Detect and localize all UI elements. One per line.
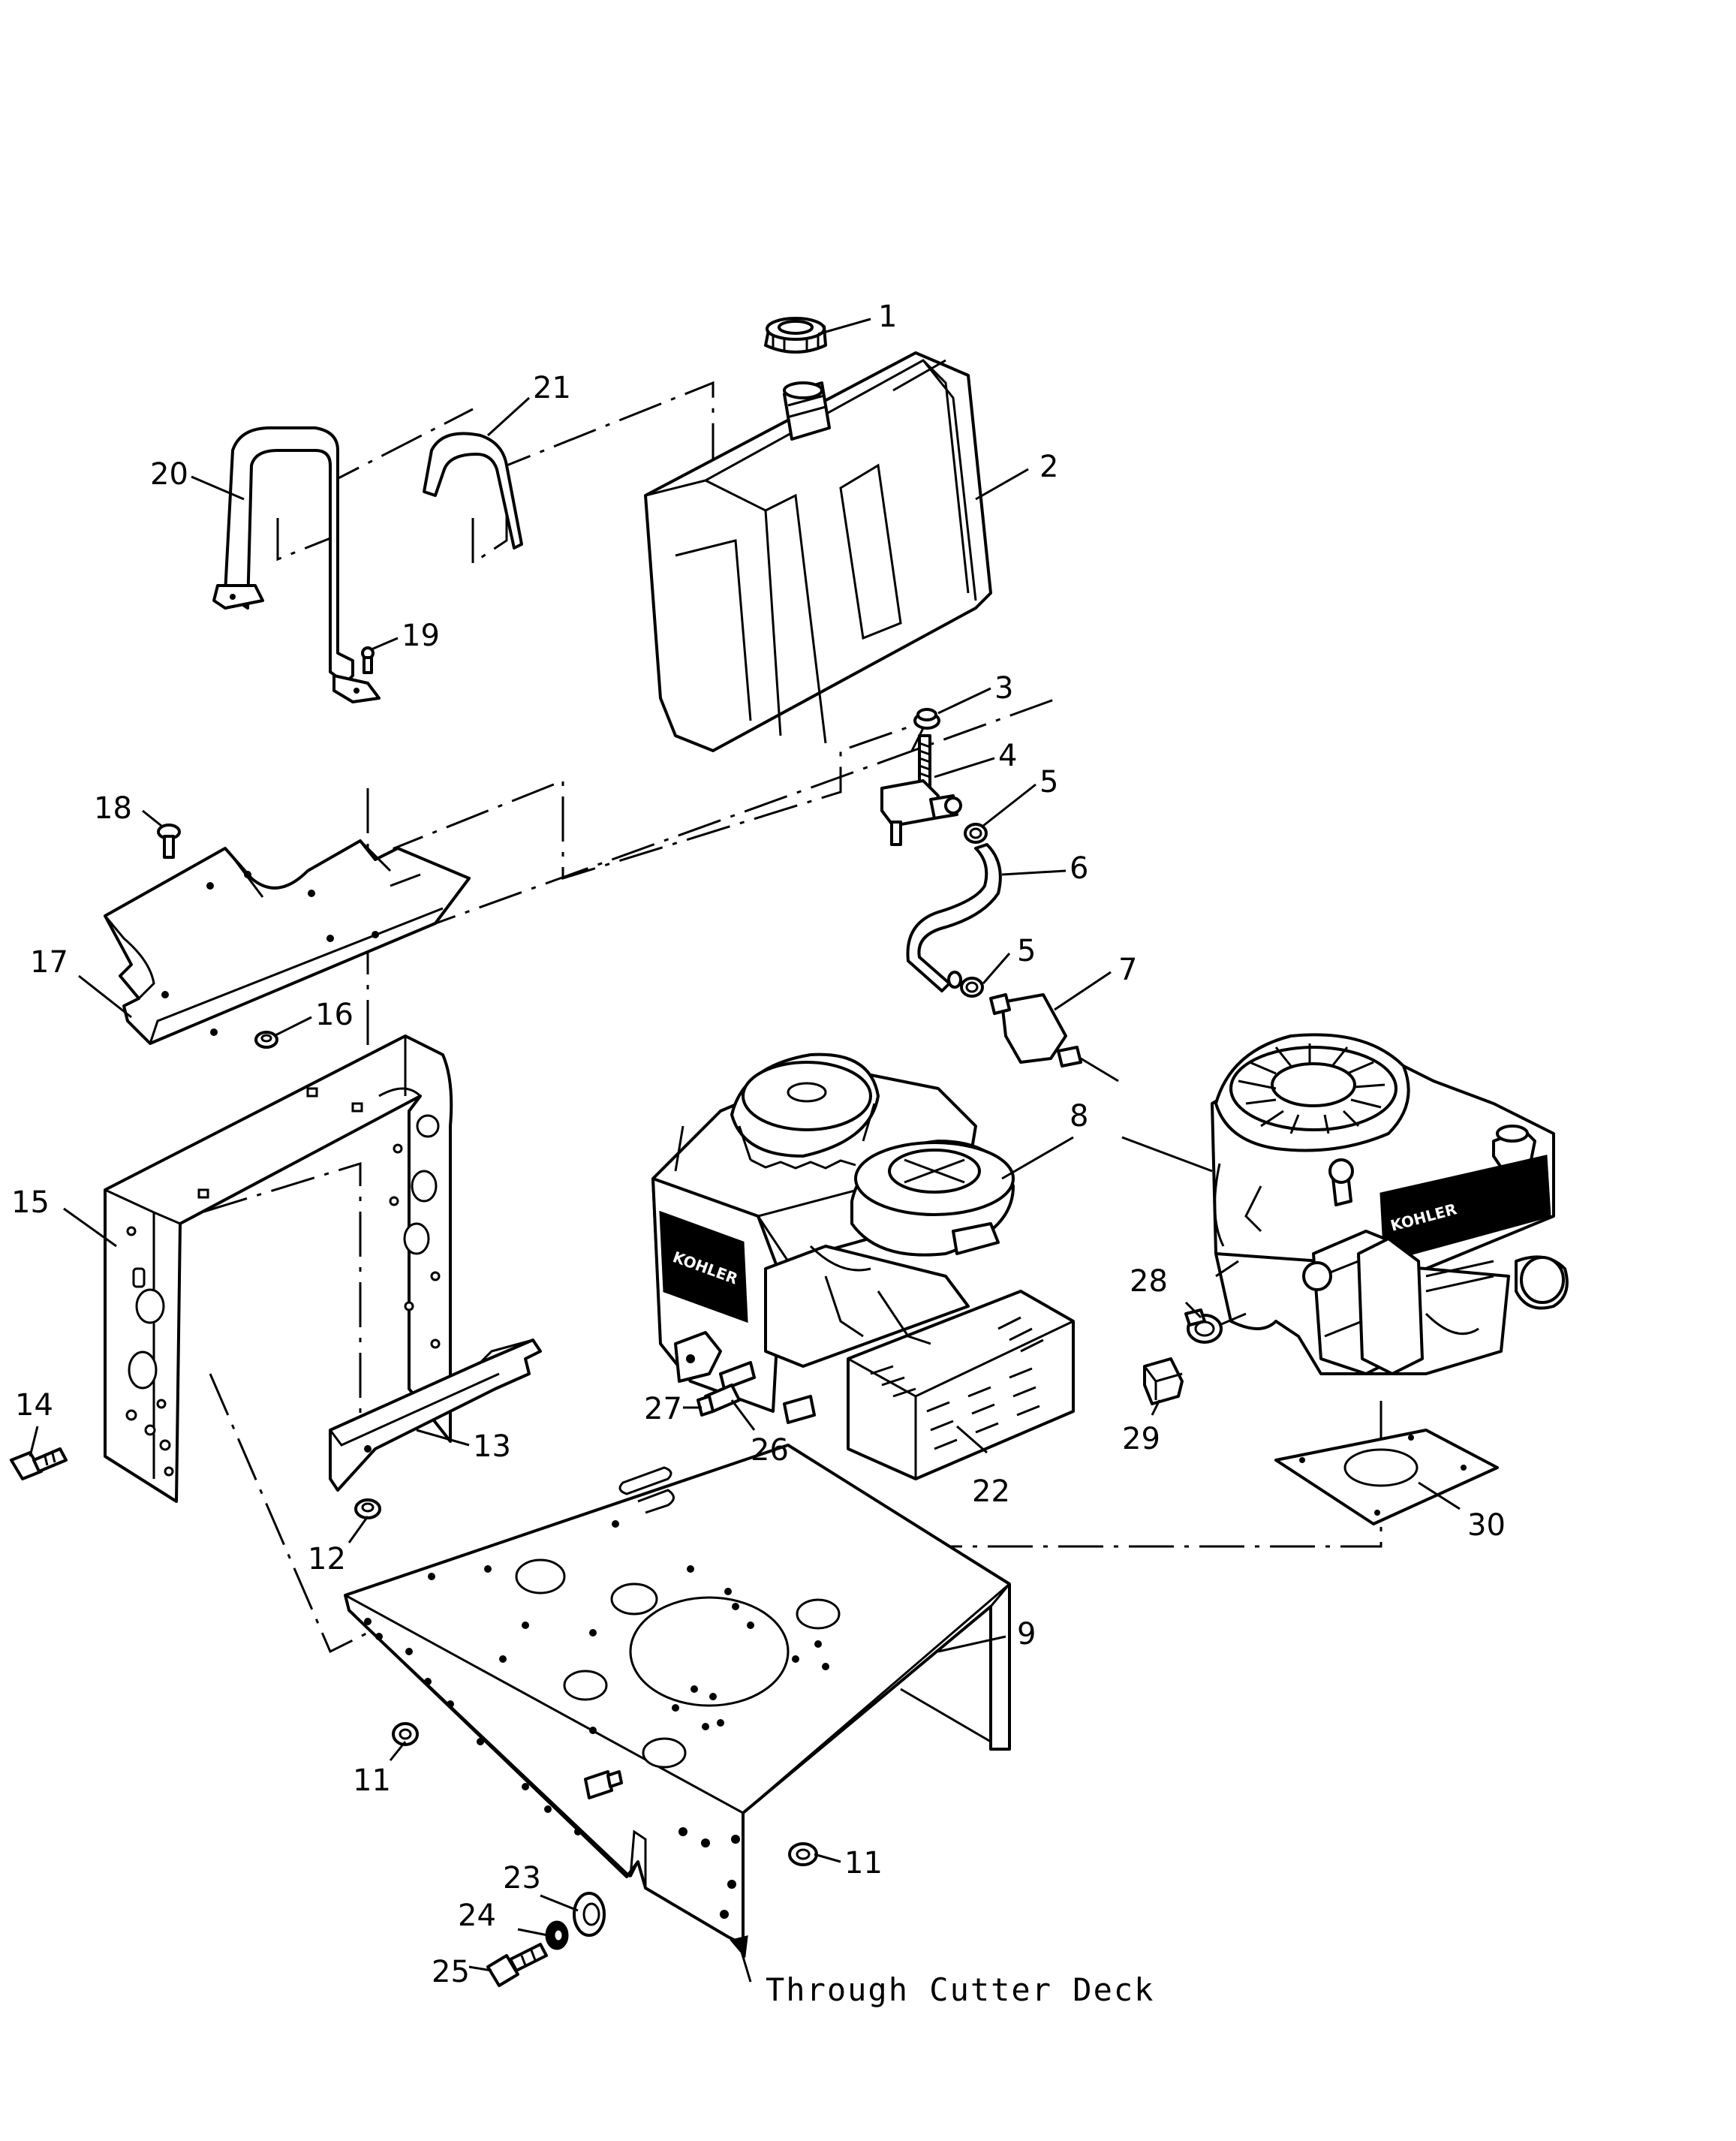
- callout-28: 28: [1130, 1264, 1168, 1299]
- support-nut: [354, 1498, 381, 1519]
- engine-model-b: KOHLER: [1211, 1033, 1569, 1375]
- callout-22: 22: [972, 1474, 1010, 1509]
- callout-9: 9: [1017, 1617, 1036, 1652]
- callout-19: 19: [402, 619, 440, 653]
- callout-6: 6: [1070, 851, 1088, 886]
- callout-1: 1: [878, 300, 897, 334]
- fuel-tank: [644, 351, 992, 752]
- engine-deck-plate: [344, 1444, 1011, 1946]
- wire-connector: [1143, 1357, 1184, 1405]
- callout-numbers: 1 2 3 4 5 6 5 7 8 9 11 11 12 13 14 15 16…: [11, 300, 1506, 1989]
- engine-support-bracket: [329, 1339, 542, 1492]
- callout-12: 12: [308, 1542, 346, 1576]
- deck-bolt: [486, 1943, 548, 1987]
- callout-17: 17: [30, 945, 68, 980]
- callout-14: 14: [15, 1388, 53, 1423]
- callout-20: 20: [150, 457, 188, 492]
- callout-11a: 11: [353, 1763, 391, 1798]
- through-cutter-deck-note: Through Cutter Deck: [766, 1971, 1154, 2008]
- bracket-nut: [254, 1031, 278, 1049]
- callout-8: 8: [1070, 1099, 1088, 1134]
- callout-15: 15: [11, 1185, 50, 1220]
- callout-30: 30: [1467, 1508, 1506, 1543]
- deck-nut-left: [392, 1722, 419, 1746]
- callout-2: 2: [1039, 450, 1058, 484]
- callout-13: 13: [473, 1429, 511, 1464]
- drain-plug: [697, 1395, 715, 1417]
- callout-27: 27: [644, 1392, 682, 1426]
- callout-21: 21: [533, 371, 571, 405]
- callout-7: 7: [1118, 953, 1137, 987]
- callout-11b: 11: [844, 1846, 883, 1881]
- callout-25: 25: [432, 1955, 470, 1989]
- lock-washer: [545, 1920, 569, 1950]
- callout-3: 3: [994, 671, 1013, 706]
- callout-29: 29: [1122, 1422, 1160, 1456]
- fuel-cap: [764, 317, 827, 354]
- engine-model-a: KOHLER: [651, 1052, 1075, 1480]
- callout-18: 18: [94, 791, 132, 826]
- fuel-tank-bushing: [913, 708, 940, 730]
- fuel-line: [906, 843, 1002, 992]
- mount-bolt: [10, 1447, 68, 1480]
- fuel-shutoff-valve: [880, 734, 962, 846]
- fuel-filter: [989, 993, 1119, 1083]
- callout-16: 16: [315, 998, 354, 1032]
- callout-26: 26: [751, 1433, 789, 1468]
- callout-leaders: [29, 318, 1461, 1983]
- callout-24: 24: [458, 1899, 496, 1933]
- strap-screw: [361, 646, 375, 674]
- callout-23: 23: [503, 1861, 541, 1896]
- callout-4: 4: [998, 739, 1017, 773]
- spacer-washer: [573, 1892, 606, 1937]
- bracket-bolt: [157, 824, 181, 859]
- callout-5b: 5: [1017, 934, 1036, 968]
- callout-5a: 5: [1039, 765, 1058, 799]
- engine-base-gasket: [1274, 1429, 1499, 1525]
- tank-strap-large: [212, 426, 381, 703]
- engine-mount-frame: [104, 1034, 453, 1503]
- hose-clamp-upper: [964, 823, 988, 844]
- hose-clamp-lower: [947, 971, 984, 998]
- fuel-tank-bracket: [104, 839, 471, 1045]
- deck-nut-right: [788, 1842, 818, 1866]
- tank-strap-small: [423, 432, 523, 550]
- engine-hose-clamp: [1184, 1308, 1247, 1344]
